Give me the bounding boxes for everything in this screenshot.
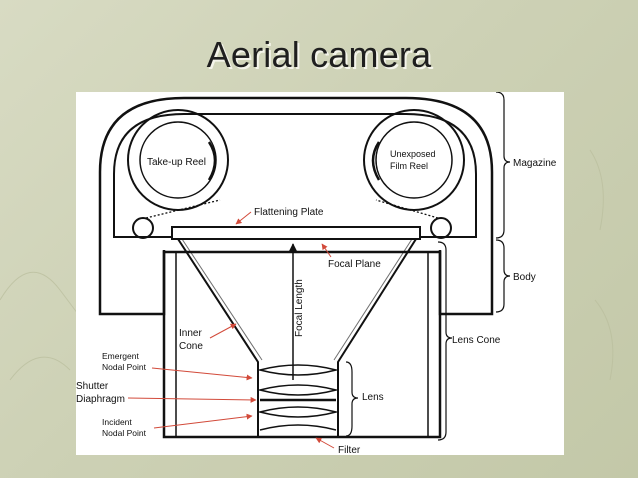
- take-up-reel-label: Take-up Reel: [147, 157, 206, 168]
- lens-brace: [345, 361, 359, 437]
- aerial-camera-diagram: Take-up Reel Unexposed Film Reel Flatten…: [76, 92, 564, 455]
- lens-elements: [257, 364, 339, 431]
- filter-label: Filter: [338, 445, 361, 455]
- flattening-plate-label: Flattening Plate: [254, 207, 324, 218]
- camera-body-outline: [98, 96, 494, 316]
- inner-cone-label-line2: Cone: [179, 341, 203, 352]
- shutter-label-line1: Shutter: [76, 381, 109, 392]
- slide-title: Aerial camera: [206, 34, 432, 75]
- magazine-brace: [495, 92, 511, 239]
- lens-cone-outer: [162, 250, 442, 439]
- body-label: Body: [513, 272, 536, 283]
- incident-label-line2: Nodal Point: [102, 428, 147, 438]
- focal-plane-label: Focal Plane: [328, 259, 381, 270]
- incident-label-line1: Incident: [102, 417, 132, 427]
- inner-cone-label-line1: Inner: [179, 328, 202, 339]
- lens-label: Lens: [362, 392, 384, 403]
- magazine-inner-outline: [113, 113, 477, 238]
- magazine-label: Magazine: [513, 158, 557, 169]
- focal-length-label: Focal Length: [294, 279, 305, 337]
- unexposed-label-line1: Unexposed: [390, 149, 436, 159]
- emergent-label-line2: Nodal Point: [102, 362, 147, 372]
- unexposed-film-reel: Unexposed Film Reel: [363, 109, 465, 211]
- right-roller: [430, 217, 452, 239]
- emergent-label-line1: Emergent: [102, 351, 139, 361]
- take-up-reel: Take-up Reel: [127, 109, 229, 211]
- left-roller: [132, 217, 154, 239]
- flattening-plate: [171, 226, 421, 240]
- shutter-label-line2: Diaphragm: [76, 394, 125, 405]
- lens-cone-brace: [437, 241, 453, 441]
- lens-cone-label: Lens Cone: [452, 335, 501, 346]
- body-brace: [495, 239, 511, 313]
- unexposed-label-line2: Film Reel: [390, 161, 428, 171]
